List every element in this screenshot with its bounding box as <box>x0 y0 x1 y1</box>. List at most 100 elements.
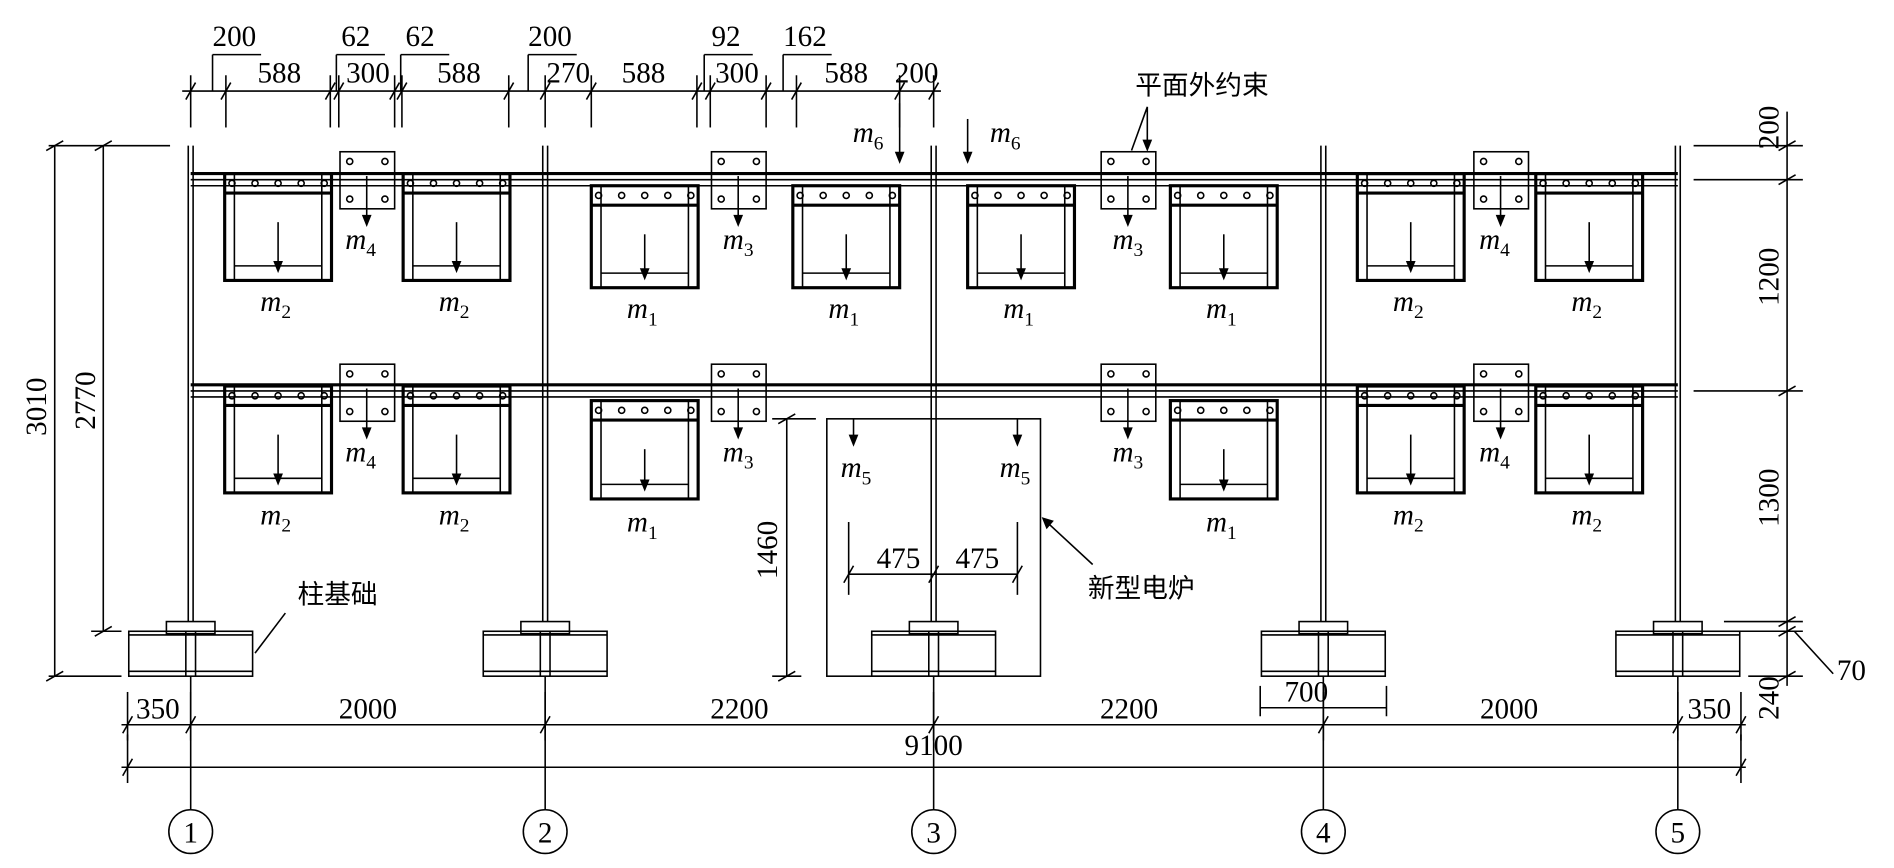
dim-tick <box>777 670 796 682</box>
bolt-icon <box>752 195 761 203</box>
mass-label-m1: m1 <box>1003 293 1034 330</box>
bolt-icon <box>345 157 354 166</box>
axis-label-4: 4 <box>1316 818 1331 850</box>
transformer-m1 <box>791 184 902 290</box>
mass-label-m1: m1 <box>1206 507 1237 544</box>
bolt-icon <box>663 191 672 200</box>
bolt-icon <box>297 391 305 400</box>
transformer-m1 <box>589 399 700 501</box>
arrow-head-icon <box>848 434 859 447</box>
transformer-m1 <box>589 184 700 290</box>
bolt-icon <box>1173 191 1182 200</box>
bolt-icon <box>1107 407 1115 416</box>
transformer-m2 <box>1534 172 1645 283</box>
dim-tick <box>928 82 940 100</box>
bolt-icon <box>1585 179 1594 188</box>
bolt-icon <box>251 179 259 188</box>
bolt-icon <box>1142 407 1150 416</box>
dim-tick <box>539 82 551 100</box>
transformer-m2 <box>1355 384 1466 495</box>
bolt-icon <box>971 191 979 200</box>
bolt-icon <box>1383 391 1392 400</box>
bolt-icon <box>842 191 851 200</box>
dim-tick <box>1011 565 1023 584</box>
transformer-m1 <box>1168 399 1279 501</box>
bolt-icon <box>717 157 726 166</box>
bolt-icon <box>1479 407 1488 416</box>
dim-tick <box>539 715 551 734</box>
dim-tick <box>45 670 64 682</box>
bolt-icon <box>1514 407 1523 416</box>
dim-tick <box>220 82 232 100</box>
bolt-icon <box>1243 191 1251 200</box>
axis-label-1: 1 <box>183 818 198 850</box>
dim-tick <box>704 82 716 100</box>
mass-label-m6: m6 <box>853 117 884 154</box>
bolt-icon <box>1243 406 1251 415</box>
bolt-icon <box>717 370 726 378</box>
arrow-head-icon <box>639 268 650 281</box>
bolt-icon <box>345 195 354 203</box>
arrow-head-icon <box>1142 139 1153 152</box>
bolt-icon <box>274 391 282 400</box>
annotation-column-footing: 柱基础 <box>298 579 378 610</box>
dim-tick <box>503 82 515 100</box>
dim-tick <box>1735 715 1747 734</box>
dim-top-lower: 588 <box>437 58 481 90</box>
dim-tick <box>790 82 803 100</box>
dim-tick <box>894 82 906 100</box>
dim-tick <box>585 82 597 100</box>
bolt-icon <box>1514 195 1523 203</box>
arrow-head-icon <box>639 479 650 492</box>
dim-tick <box>1778 140 1796 152</box>
dim-tick <box>122 758 134 777</box>
transformer-m1 <box>1168 184 1279 290</box>
bolt-icon <box>381 370 389 378</box>
bolt-icon <box>345 407 354 416</box>
dim-bottom-span: 350 <box>1688 694 1732 726</box>
bolt-icon <box>475 391 484 400</box>
bolt-icon <box>663 406 672 415</box>
bolt-icon <box>1266 406 1274 415</box>
mass-label-m2: m2 <box>439 286 470 323</box>
base-plate <box>165 620 216 635</box>
bolt-icon <box>1479 157 1488 166</box>
arrow-head-icon <box>733 427 744 440</box>
bolt-icon <box>888 191 897 200</box>
arrow-head-icon <box>1123 427 1133 440</box>
bolt-icon <box>717 195 726 203</box>
transformer-m2 <box>401 172 512 283</box>
bolt-icon <box>452 391 461 400</box>
bolt-icon <box>320 179 329 188</box>
bolt-icon <box>1429 391 1438 400</box>
bolt-icon <box>1479 195 1488 203</box>
dim-top-upper: 200 <box>213 21 257 53</box>
dim-tick <box>928 715 940 734</box>
bolt-icon <box>381 195 389 203</box>
bolt-icon <box>1514 157 1523 166</box>
bolt-icon <box>1539 391 1547 400</box>
bolt-icon <box>498 391 507 400</box>
dim-tick <box>1735 758 1747 777</box>
axis-bubble <box>1655 808 1701 855</box>
bolt-icon <box>594 191 603 200</box>
dim-top-upper: 62 <box>341 21 370 53</box>
leader-line <box>1130 106 1149 151</box>
transformer-m2 <box>223 172 334 283</box>
bolt-icon <box>1142 370 1150 378</box>
bolt-icon <box>381 157 389 166</box>
dim-top-lower: 270 <box>546 58 590 90</box>
bolt-icon <box>1266 191 1274 200</box>
mass-label-m3: m3 <box>723 436 754 473</box>
dim-tick <box>94 625 113 637</box>
column-footing <box>870 630 997 677</box>
transformer-m2 <box>223 384 334 495</box>
bolt-icon <box>1453 179 1461 188</box>
axis-label-3: 3 <box>926 818 941 850</box>
arrow-head-icon <box>451 473 462 486</box>
base-plate <box>520 620 571 635</box>
axis-label-2: 2 <box>538 818 553 850</box>
axis-bubble <box>522 808 568 855</box>
dim-top-lower: 200 <box>895 58 939 90</box>
bolt-icon <box>1107 157 1115 166</box>
